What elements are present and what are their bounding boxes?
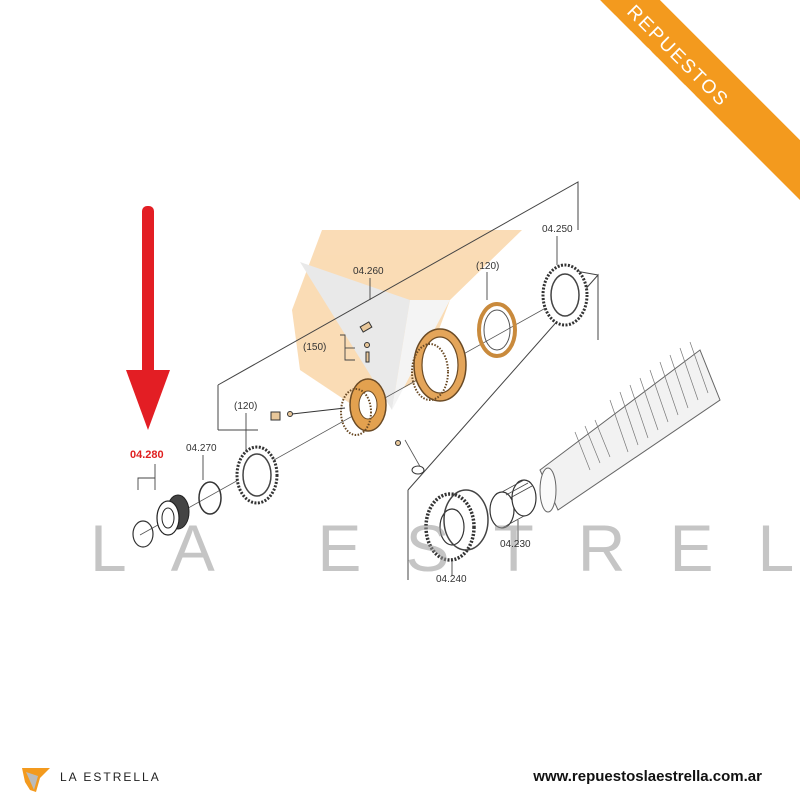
main-shaft — [539, 341, 721, 513]
label-150: (150) — [303, 342, 327, 353]
label-04260: 04.260 — [353, 266, 384, 277]
label-04240: 04.240 — [436, 574, 467, 585]
part-04280-needle-bearing[interactable] — [132, 494, 190, 548]
footer-logo-icon — [22, 768, 50, 792]
part-04260-hub[interactable] — [340, 378, 387, 436]
watermark-text: LA ESTRELLA — [90, 511, 800, 585]
label-04270: 04.270 — [186, 443, 217, 454]
center-watermark-logo — [292, 230, 522, 410]
label-04250: 04.250 — [542, 224, 573, 235]
part-04270-snap-ring[interactable] — [198, 481, 222, 515]
label-leader-lines — [137, 236, 558, 576]
label-04280: 04.280 — [130, 449, 164, 461]
part-04250-synchro-ring[interactable] — [541, 263, 589, 327]
brand-ribbon — [600, 0, 800, 200]
part-04260-sleeve[interactable] — [411, 328, 467, 402]
website-link[interactable]: www.repuestoslaestrella.com.ar — [533, 768, 762, 785]
part-04240-gear[interactable] — [424, 489, 489, 562]
part-04230-needle-bearing[interactable] — [489, 479, 537, 529]
highlight-arrow — [126, 206, 170, 430]
footer-brand-name: LA ESTRELLA — [60, 770, 161, 784]
part-120-lower-ring[interactable] — [235, 445, 279, 505]
assembly-outline-upper — [217, 181, 579, 431]
label-120-lower: (120) — [234, 401, 258, 412]
label-120-upper: (120) — [476, 261, 500, 272]
part-120-upper-ring[interactable] — [477, 302, 517, 358]
label-04230: 04.230 — [500, 539, 531, 550]
part-150-detent-parts[interactable] — [270, 321, 425, 475]
shaft-axis-lines — [139, 299, 561, 536]
